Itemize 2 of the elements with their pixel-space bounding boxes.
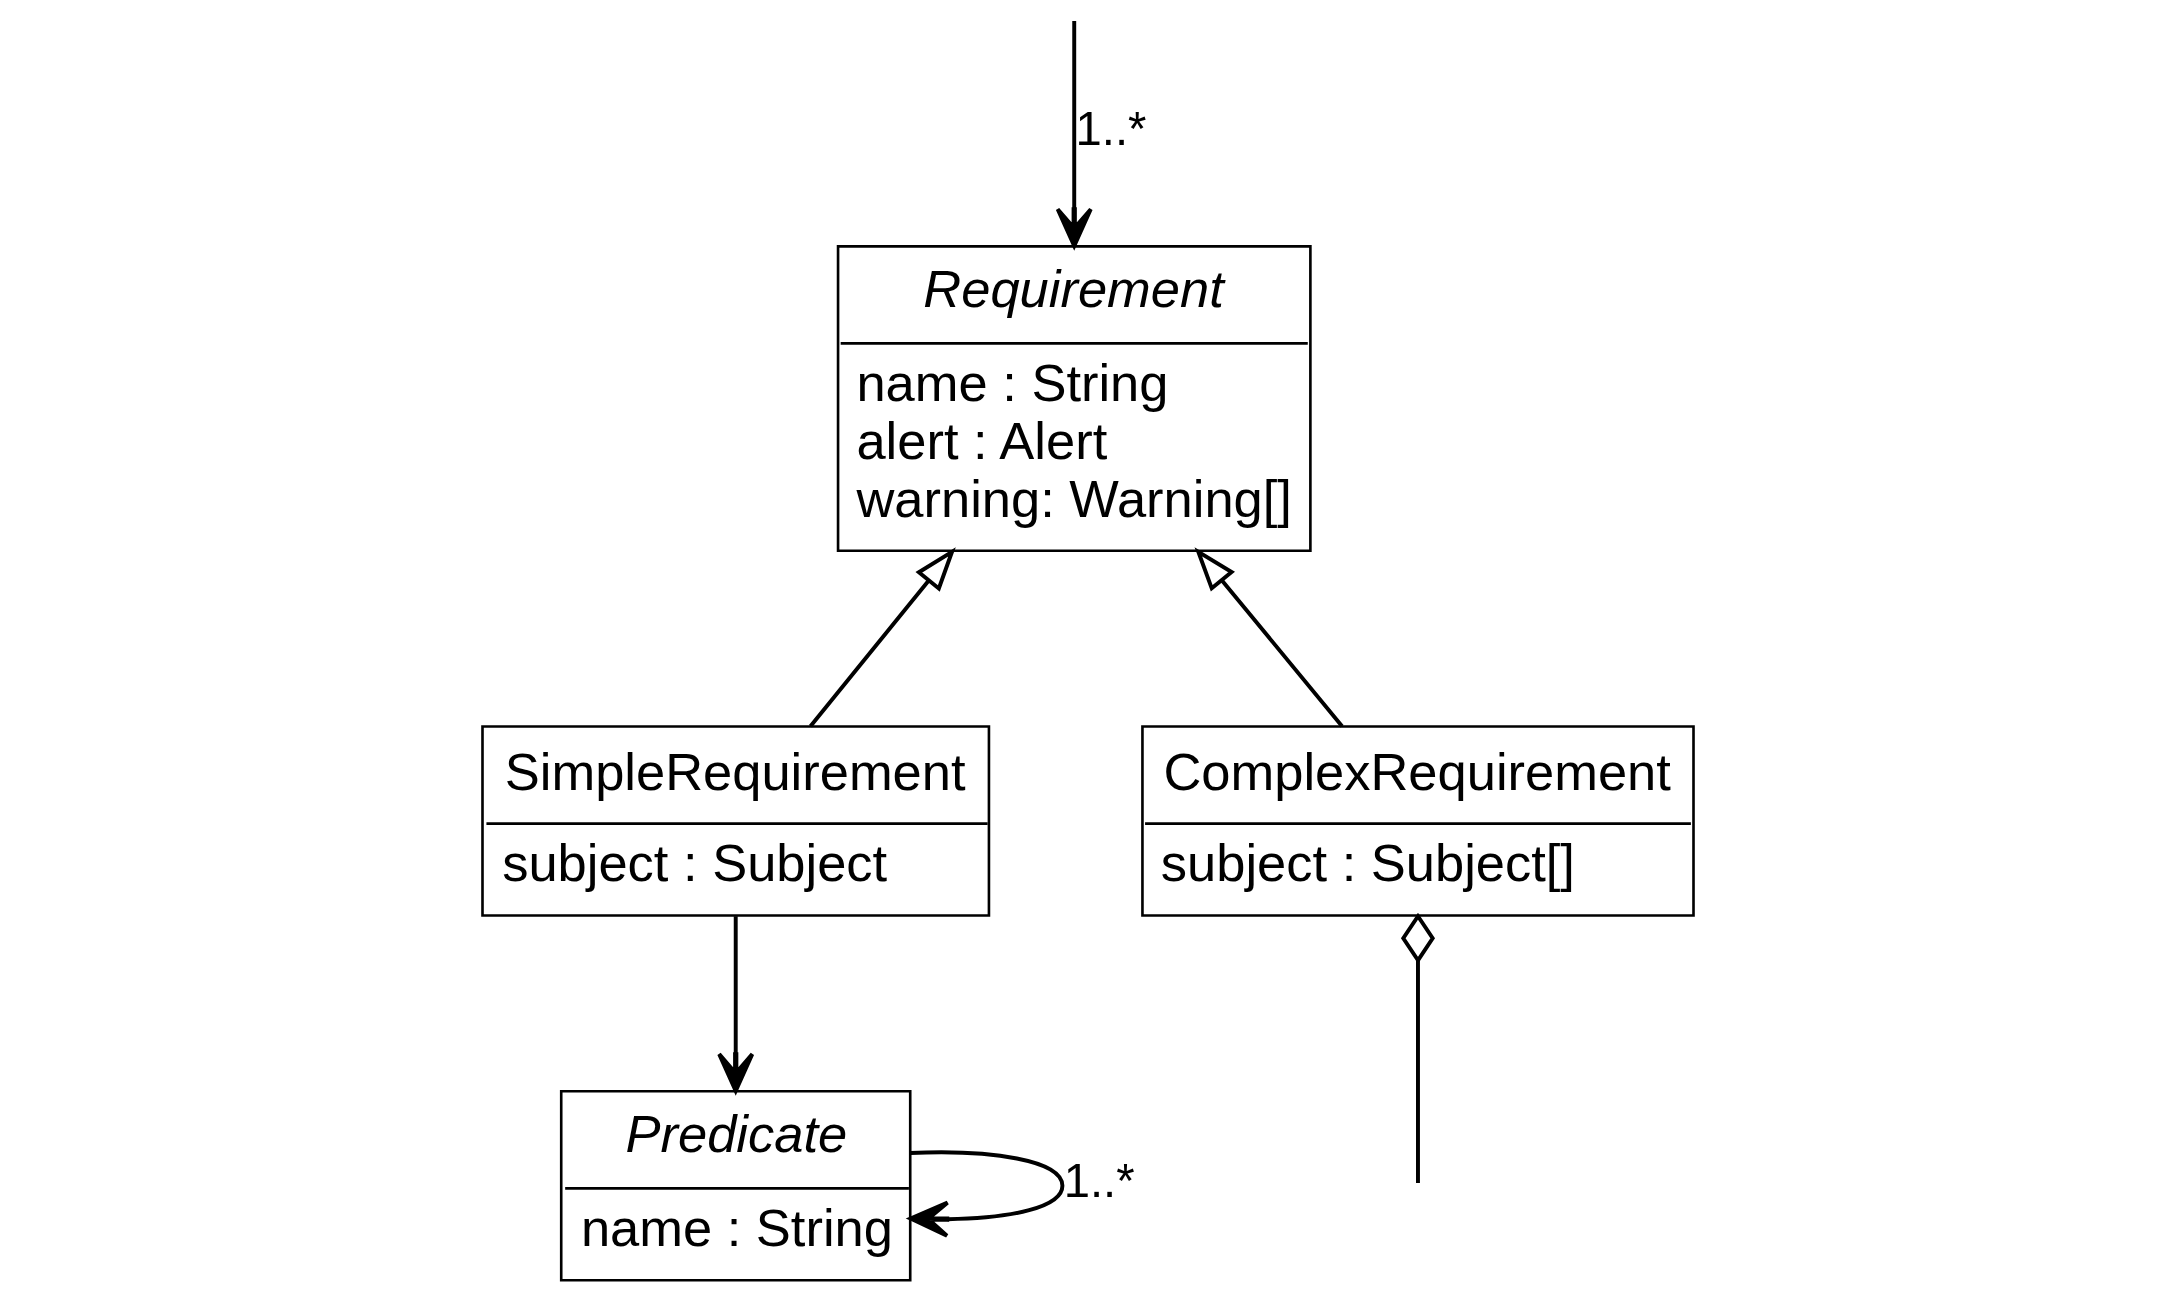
edge-label: 1..* [1063, 1154, 1135, 1208]
edge-label: 1..* [1075, 102, 1146, 156]
